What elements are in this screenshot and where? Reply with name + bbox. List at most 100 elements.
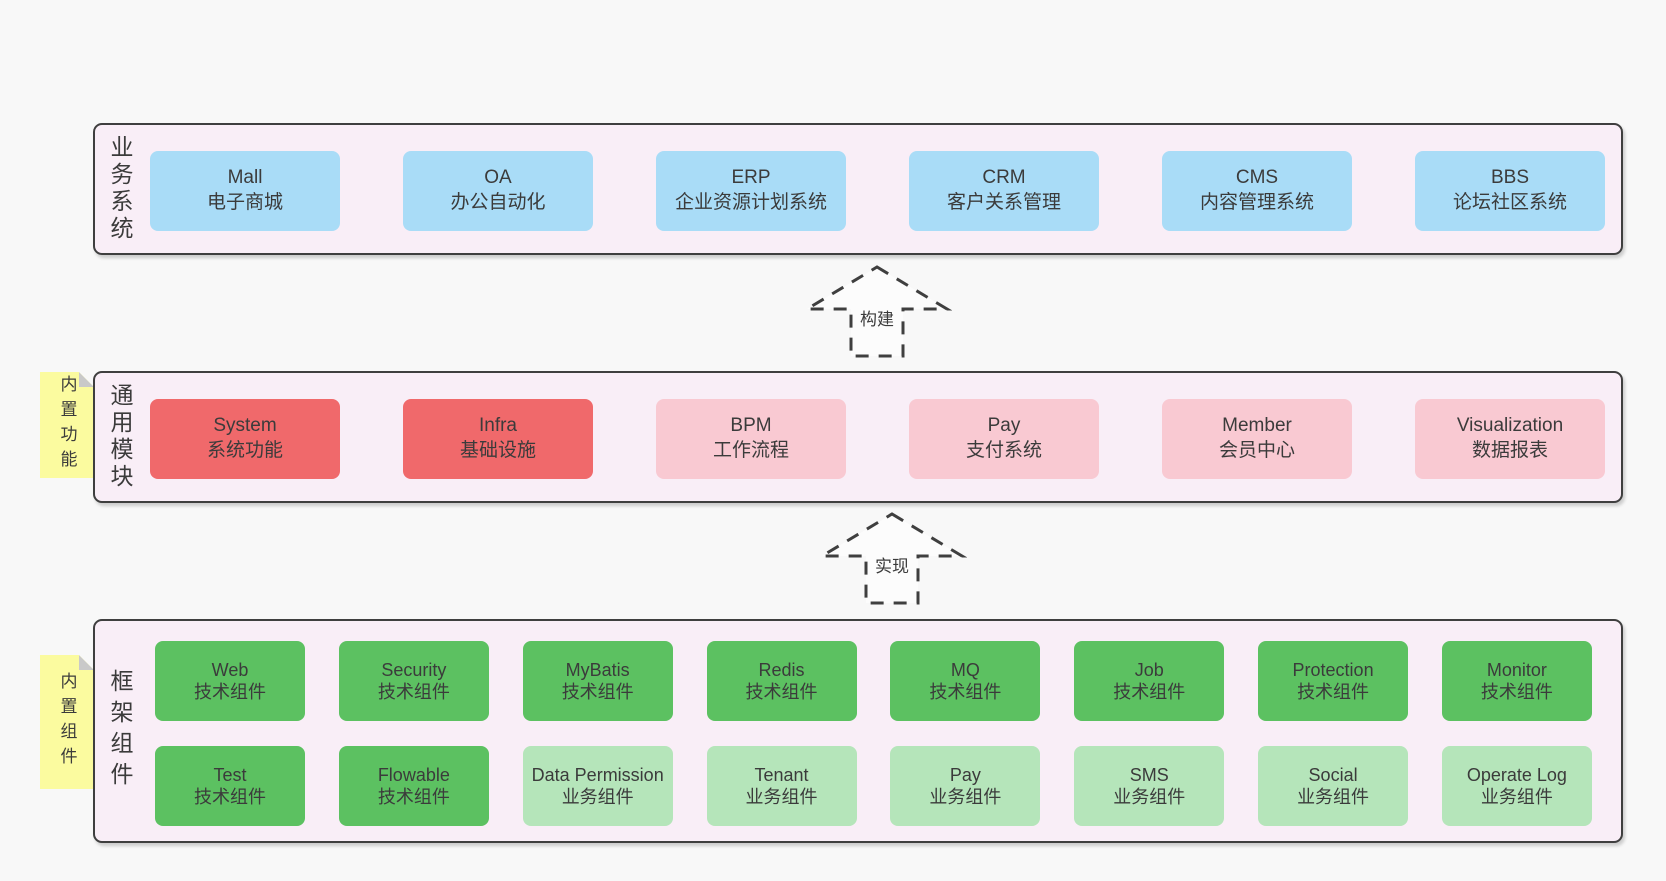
box-subtitle: 数据报表 xyxy=(1471,440,1548,461)
box-title: Tenant xyxy=(754,764,809,785)
box-title: Mall xyxy=(227,167,263,189)
box-subtitle: 技术组件 xyxy=(929,682,1002,702)
folded-corner-icon xyxy=(79,655,94,670)
box-subtitle: 技术组件 xyxy=(1480,682,1553,702)
box-title: CRM xyxy=(982,167,1026,189)
box-system: System 系统功能 xyxy=(150,399,340,479)
box-subtitle: 技术组件 xyxy=(561,682,634,702)
box-subtitle: 业务组件 xyxy=(1297,787,1370,807)
band-modules-label: 通用模块 xyxy=(107,383,133,491)
box-visualization: Visualization 数据报表 xyxy=(1415,399,1605,479)
box-protection: Protection 技术组件 xyxy=(1258,641,1409,721)
box-data-permission: Data Permission 业务组件 xyxy=(522,746,673,826)
box-title: Test xyxy=(213,764,247,785)
box-title: Operate Log xyxy=(1466,764,1567,785)
box-title: Flowable xyxy=(377,764,450,785)
box-subtitle: 技术组件 xyxy=(377,787,450,807)
box-pay-system: Pay 支付系统 xyxy=(909,399,1099,479)
arrow-implement: 实现 xyxy=(817,511,967,607)
box-title: BBS xyxy=(1490,167,1530,189)
folded-corner-icon xyxy=(79,372,94,387)
arrow-build-label: 构建 xyxy=(857,304,897,331)
box-bpm: BPM 工作流程 xyxy=(656,399,846,479)
box-title: SMS xyxy=(1129,764,1169,785)
box-title: Web xyxy=(211,659,249,680)
band-framework-components: 框架组件 Web 技术组件 Security 技术组件 MyBatis 技术组件… xyxy=(93,619,1623,843)
note-text: 内置组件 xyxy=(57,672,77,772)
band-business-label: 业务系统 xyxy=(107,135,133,243)
box-mall: Mall 电子商城 xyxy=(150,151,340,231)
box-title: MyBatis xyxy=(565,659,630,680)
box-subtitle: 业务组件 xyxy=(561,787,634,807)
box-title: Job xyxy=(1134,659,1164,680)
box-title: Infra xyxy=(478,415,518,437)
box-title: Monitor xyxy=(1486,659,1547,680)
box-social: Social 业务组件 xyxy=(1258,746,1409,826)
box-operate-log: Operate Log 业务组件 xyxy=(1441,746,1592,826)
box-member: Member 会员中心 xyxy=(1162,399,1352,479)
box-title: MQ xyxy=(950,659,980,680)
box-subtitle: 论坛社区系统 xyxy=(1452,192,1567,213)
box-title: System xyxy=(213,415,277,437)
business-box-row: Mall 电子商城 OA 办公自动化 ERP 企业资源计划系统 CRM 客户关系… xyxy=(150,151,1605,231)
box-subtitle: 客户关系管理 xyxy=(946,192,1061,213)
box-subtitle: 会员中心 xyxy=(1218,440,1295,461)
box-subtitle: 技术组件 xyxy=(1113,682,1186,702)
box-subtitle: 内容管理系统 xyxy=(1199,192,1314,213)
box-subtitle: 业务组件 xyxy=(1113,787,1186,807)
modules-box-row: System 系统功能 Infra 基础设施 BPM 工作流程 Pay 支付系统… xyxy=(150,399,1605,479)
box-title: Redis xyxy=(758,659,805,680)
box-bbs: BBS 论坛社区系统 xyxy=(1415,151,1605,231)
box-sms: SMS 业务组件 xyxy=(1074,746,1225,826)
box-flowable: Flowable 技术组件 xyxy=(338,746,489,826)
box-subtitle: 业务组件 xyxy=(745,787,818,807)
box-subtitle: 技术组件 xyxy=(1297,682,1370,702)
box-title: Member xyxy=(1222,415,1292,437)
box-subtitle: 技术组件 xyxy=(194,682,266,702)
box-mq: MQ 技术组件 xyxy=(890,641,1041,721)
box-subtitle: 企业资源计划系统 xyxy=(674,192,827,213)
box-title: ERP xyxy=(731,167,771,189)
box-title: Security xyxy=(381,659,447,680)
box-mybatis: MyBatis 技术组件 xyxy=(522,641,673,721)
box-infra: Infra 基础设施 xyxy=(403,399,593,479)
band-business-systems: 业务系统 Mall 电子商城 OA 办公自动化 ERP 企业资源计划系统 CRM… xyxy=(93,123,1623,255)
band-common-modules: 通用模块 System 系统功能 Infra 基础设施 BPM 工作流程 Pay… xyxy=(93,371,1623,503)
band-components-label: 框架组件 xyxy=(107,669,133,793)
box-title: Social xyxy=(1308,764,1358,785)
box-subtitle: 业务组件 xyxy=(929,787,1002,807)
arrow-implement-label: 实现 xyxy=(872,551,912,578)
box-title: Pay xyxy=(949,764,981,785)
box-subtitle: 工作流程 xyxy=(712,440,789,461)
box-subtitle: 办公自动化 xyxy=(450,192,546,213)
box-subtitle: 业务组件 xyxy=(1480,787,1553,807)
box-erp: ERP 企业资源计划系统 xyxy=(656,151,846,231)
box-subtitle: 技术组件 xyxy=(194,787,266,807)
components-row-2: Test 技术组件 Flowable 技术组件 Data Permission … xyxy=(155,746,1592,826)
box-web: Web 技术组件 xyxy=(155,641,305,721)
box-subtitle: 支付系统 xyxy=(965,440,1042,461)
box-subtitle: 技术组件 xyxy=(745,682,818,702)
box-subtitle: 基础设施 xyxy=(459,440,536,461)
box-tenant: Tenant 业务组件 xyxy=(706,746,857,826)
box-title: OA xyxy=(484,167,512,189)
box-test: Test 技术组件 xyxy=(155,746,305,826)
box-oa: OA 办公自动化 xyxy=(403,151,593,231)
note-built-in-features: 内置功能 xyxy=(40,372,94,478)
box-title: Data Permission xyxy=(531,764,664,785)
components-row-1: Web 技术组件 Security 技术组件 MyBatis 技术组件 Redi… xyxy=(155,641,1592,721)
box-title: Pay xyxy=(987,415,1021,437)
box-monitor: Monitor 技术组件 xyxy=(1441,641,1592,721)
note-built-in-components: 内置组件 xyxy=(40,655,94,789)
box-pay-component: Pay 业务组件 xyxy=(890,746,1041,826)
box-title: Visualization xyxy=(1456,415,1564,437)
box-job: Job 技术组件 xyxy=(1074,641,1225,721)
box-subtitle: 电子商城 xyxy=(206,192,283,213)
box-title: CMS xyxy=(1235,167,1279,189)
note-text: 内置功能 xyxy=(57,375,77,475)
box-subtitle: 技术组件 xyxy=(377,682,450,702)
box-title: BPM xyxy=(730,415,772,437)
arrow-build: 构建 xyxy=(802,264,952,360)
box-subtitle: 系统功能 xyxy=(206,440,283,461)
